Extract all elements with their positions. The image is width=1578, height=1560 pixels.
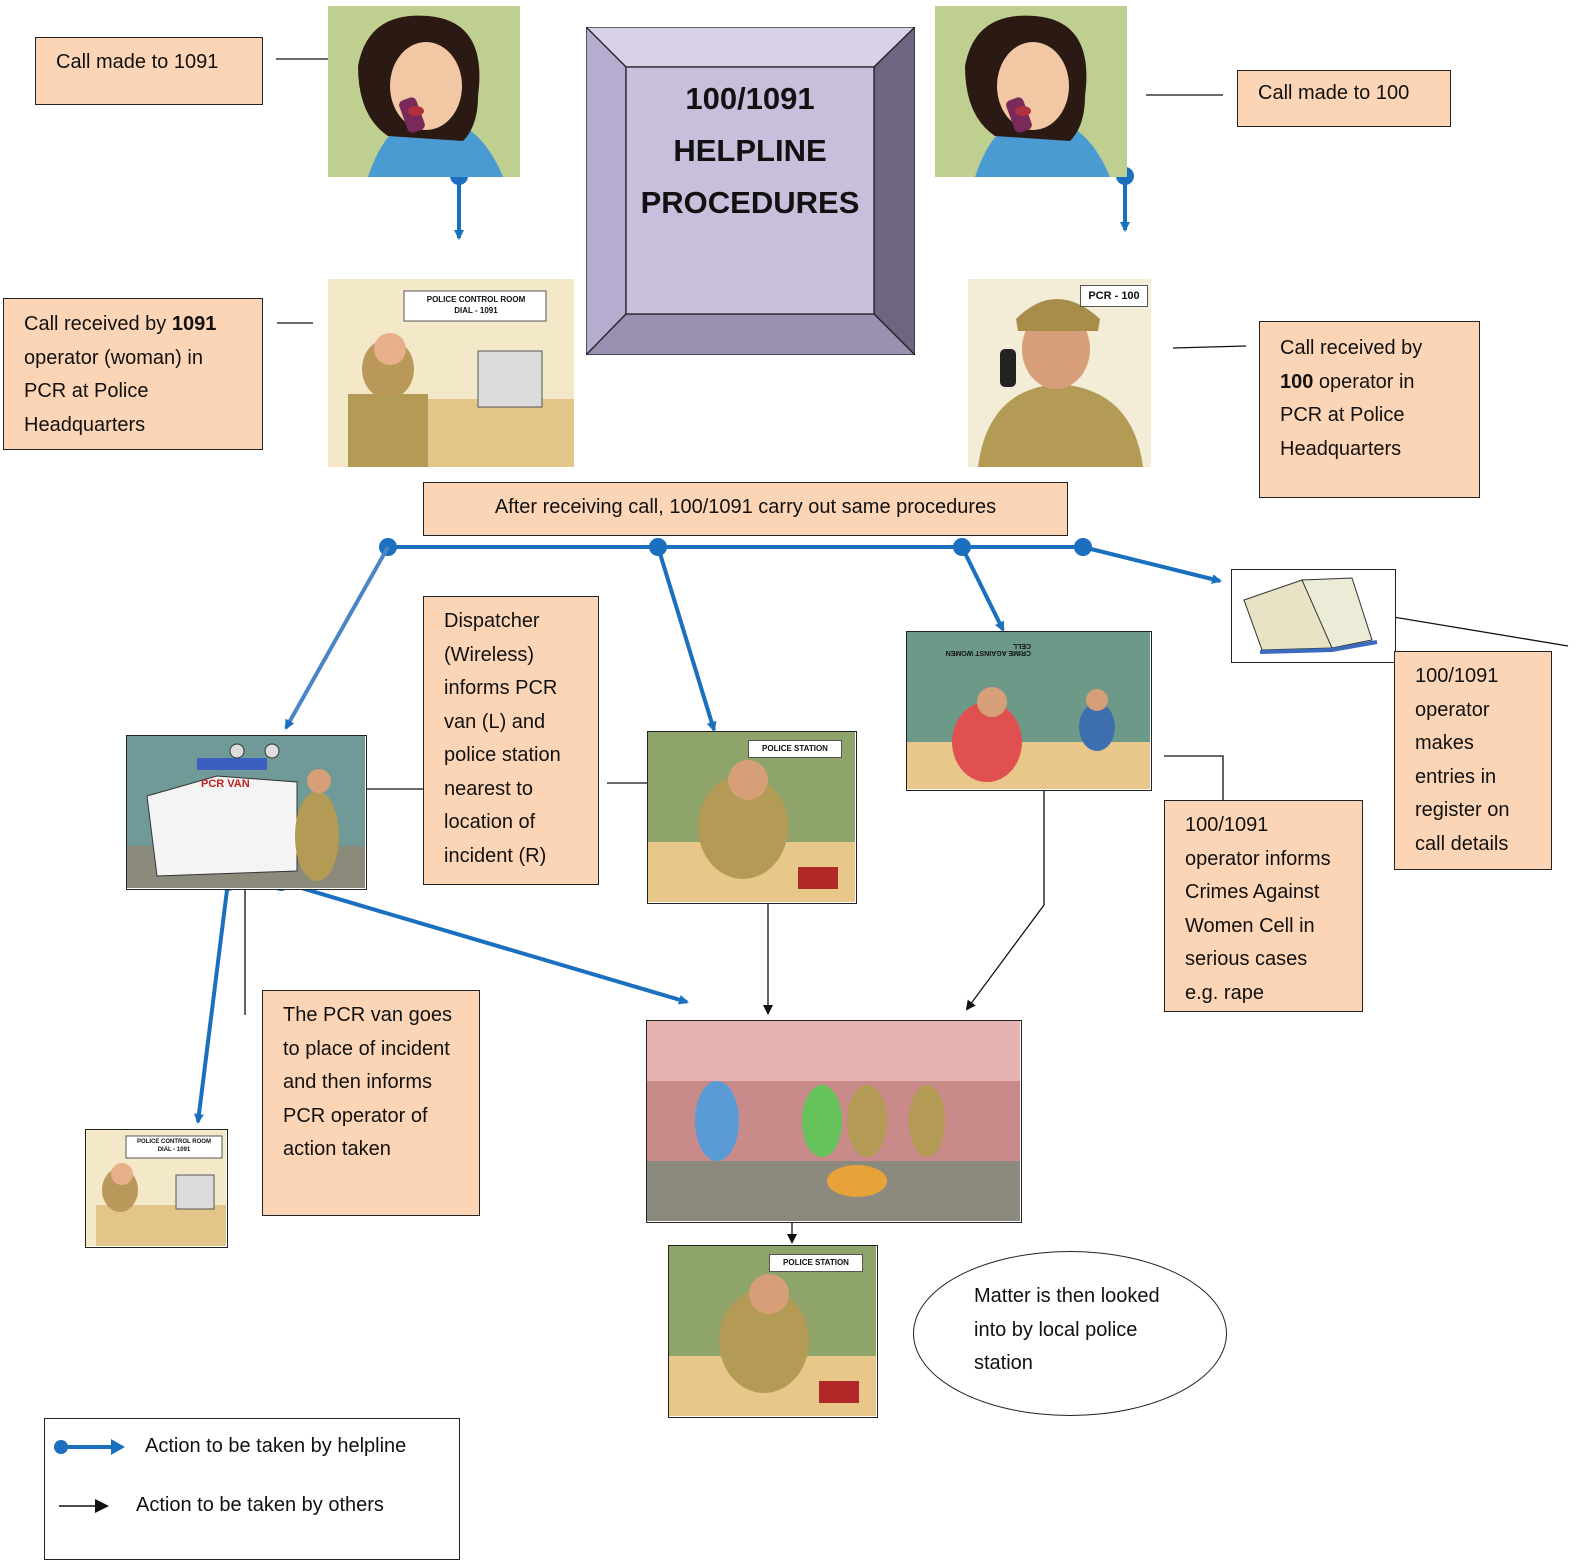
police-station-icon: POLICE STATION: [668, 1245, 878, 1418]
register-box: 100/1091 operator makes entries in regis…: [1394, 651, 1552, 870]
local-ps-ellipse: Matter is then looked into by local poli…: [913, 1251, 1227, 1416]
legend-symbols: [54, 1439, 125, 1513]
woman-caller-icon: [935, 6, 1127, 177]
pcr-100-sign: PCR - 100: [1080, 285, 1148, 307]
control-room-sign: POLICE CONTROL ROOM DIAL - 1091: [426, 295, 526, 315]
received-100-bold: 100: [1280, 370, 1314, 393]
title-line-3: PROCEDURES: [640, 185, 860, 220]
connector-line: [1362, 611, 1569, 647]
legend-helpline: Action to be taken by helpline: [145, 1435, 407, 1457]
call-100-box: Call made to 100: [1237, 70, 1451, 127]
connector-line: [1164, 755, 1224, 800]
incident-scene-icon: [646, 1020, 1022, 1223]
women-cell-icon: CRIME AGAINST WOMEN CELL: [906, 631, 1152, 791]
police-station-sign: POLICE STATION: [748, 740, 842, 758]
police-station-icon: POLICE STATION: [647, 731, 857, 904]
pcr-van-box: The PCR van goes to place of incident an…: [262, 990, 480, 1216]
received-1091-box: Call received by 1091 operator (woman) i…: [3, 298, 263, 450]
register-book-icon: [1231, 569, 1396, 663]
pcr-van-label: PCR VAN: [201, 778, 250, 790]
police-station-sign: POLICE STATION: [769, 1254, 863, 1272]
call-1091-box: Call made to 1091: [35, 37, 263, 105]
woman-caller-icon: [328, 6, 520, 177]
received-100-post: operator in PCR at Police Headquarters: [1280, 370, 1415, 460]
received-1091-pre: Call received by: [24, 313, 172, 335]
title-bevel-shape: [586, 27, 915, 355]
women-cell-box: 100/1091 operator informs Crimes Against…: [1164, 800, 1363, 1012]
police-operator-icon: POLICE CONTROL ROOM DIAL - 1091: [328, 279, 574, 467]
police-operator-icon: POLICE CONTROL ROOM DIAL - 1091: [85, 1129, 228, 1248]
diagram-title: 100/1091 HELPLINE PROCEDURES: [626, 73, 874, 229]
received-100-pre: Call received by: [1280, 337, 1423, 359]
connector-line: [1172, 345, 1247, 349]
legend-others: Action to be taken by others: [136, 1494, 384, 1516]
legend: Action to be taken by helpline Action to…: [44, 1418, 460, 1560]
received-1091-post: operator (woman) in PCR at Police Headqu…: [24, 346, 203, 436]
control-room-sign: POLICE CONTROL ROOM DIAL - 1091: [137, 1139, 211, 1153]
received-100-box: Call received by 100 operator in PCR at …: [1259, 321, 1480, 498]
local-ps-text: Matter is then looked into by local poli…: [974, 1285, 1160, 1374]
title-frame: 100/1091 HELPLINE PROCEDURES: [586, 27, 915, 355]
received-1091-bold: 1091: [171, 313, 217, 335]
women-cell-sign: CRIME AGAINST WOMEN CELL: [945, 642, 1031, 656]
police-operator-icon: PCR - 100: [968, 279, 1151, 467]
same-procedures-box: After receiving call, 100/1091 carry out…: [423, 482, 1068, 536]
title-line-2: HELPLINE: [673, 133, 827, 168]
dispatcher-box: Dispatcher (Wireless) informs PCR van (L…: [423, 596, 599, 885]
pcr-van-icon: PCR VAN: [126, 735, 367, 890]
title-line-1: 100/1091: [685, 81, 815, 116]
